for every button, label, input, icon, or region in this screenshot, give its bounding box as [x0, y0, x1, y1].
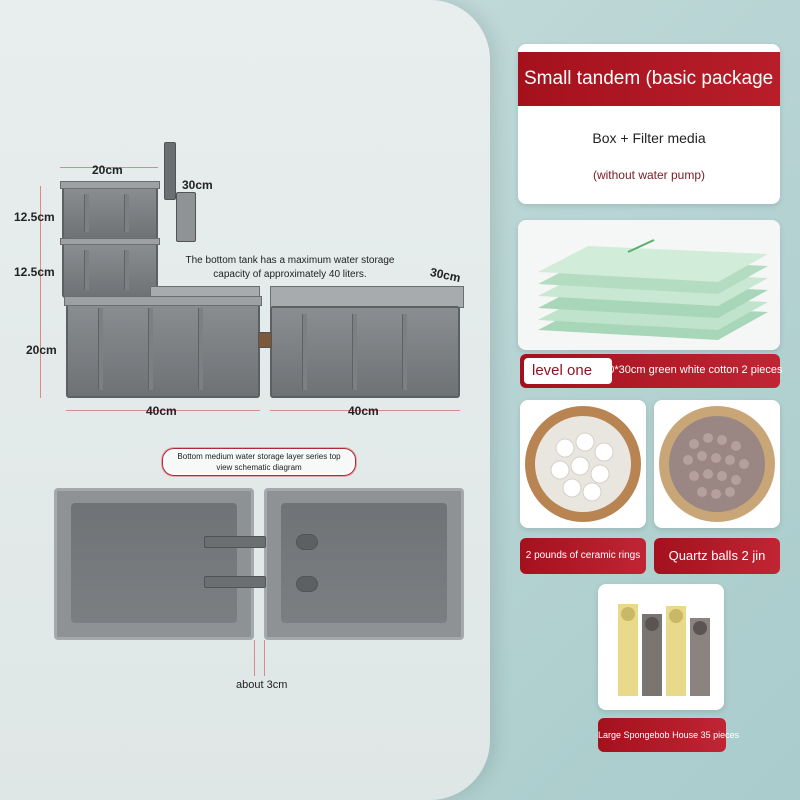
upper-tank-2-rim	[60, 238, 160, 245]
ceramic-rings-icon	[525, 406, 641, 522]
dim-line-top-width	[60, 167, 158, 168]
upper-tank-2	[62, 242, 158, 298]
schematic-label: Bottom medium water storage layer series…	[162, 448, 356, 476]
dim-line-left-width	[66, 410, 260, 411]
quartz-label: Quartz balls 2 jin	[654, 538, 780, 574]
outlet-upper	[296, 534, 318, 550]
ceramic-label: 2 pounds of ceramic rings	[520, 538, 646, 574]
bottom-right-tank	[270, 306, 460, 398]
dim-tier1: 12.5cm	[14, 210, 55, 224]
quartz-balls-image	[654, 400, 780, 528]
dim-left-width: 40cm	[146, 404, 177, 418]
upper-tank-1-rim	[60, 181, 160, 189]
ceramic-rings-image	[520, 400, 646, 528]
spongebob-icon	[618, 604, 710, 696]
cotton-image	[518, 220, 780, 350]
overflow-pipe	[164, 142, 176, 200]
cotton-label: level one 120*30cm green white cotton 2 …	[520, 354, 783, 388]
package-note: (without water pump)	[592, 168, 706, 182]
cotton-text: 120*30cm green white cotton 2 pieces	[596, 364, 783, 376]
capacity-note: The bottom tank has a maximum water stor…	[185, 255, 395, 280]
dim-tier2: 12.5cm	[14, 265, 55, 279]
dim-right-width: 40cm	[348, 404, 379, 418]
bottom-left-rim	[64, 296, 262, 306]
gap-line-right	[264, 640, 265, 676]
package-title: Small tandem (basic package	[518, 52, 780, 106]
package-subtitle: Box + Filter media	[592, 130, 706, 146]
dim-line-right-width	[270, 410, 460, 411]
quartz-balls-icon	[659, 406, 775, 522]
pipe-fitting	[176, 192, 196, 242]
dim-top-width: 20cm	[92, 163, 123, 177]
dim-line-vertical	[40, 186, 41, 398]
spongebob-label: Large Spongebob House 35 pieces	[598, 718, 739, 752]
lower-connector	[204, 576, 266, 588]
top-view-left-basin	[54, 488, 254, 640]
cotton-icon	[538, 239, 768, 340]
spongebob-image	[598, 584, 724, 710]
dim-pipe-height: 30cm	[182, 178, 213, 192]
upper-connector	[204, 536, 266, 548]
top-view-right-basin	[264, 488, 464, 640]
left-panel	[0, 0, 490, 800]
bottom-left-tank	[66, 300, 260, 398]
gap-label: about 3cm	[236, 679, 288, 691]
level-label: level one	[524, 358, 612, 384]
gap-line-left	[254, 640, 255, 676]
package-card: Small tandem (basic package Box + Filter…	[518, 44, 780, 204]
bottom-right-lid	[270, 286, 464, 308]
outlet-lower	[296, 576, 318, 592]
upper-tank-1	[62, 186, 158, 240]
dim-bottom-height: 20cm	[26, 343, 57, 357]
connector-pipe	[258, 332, 272, 348]
